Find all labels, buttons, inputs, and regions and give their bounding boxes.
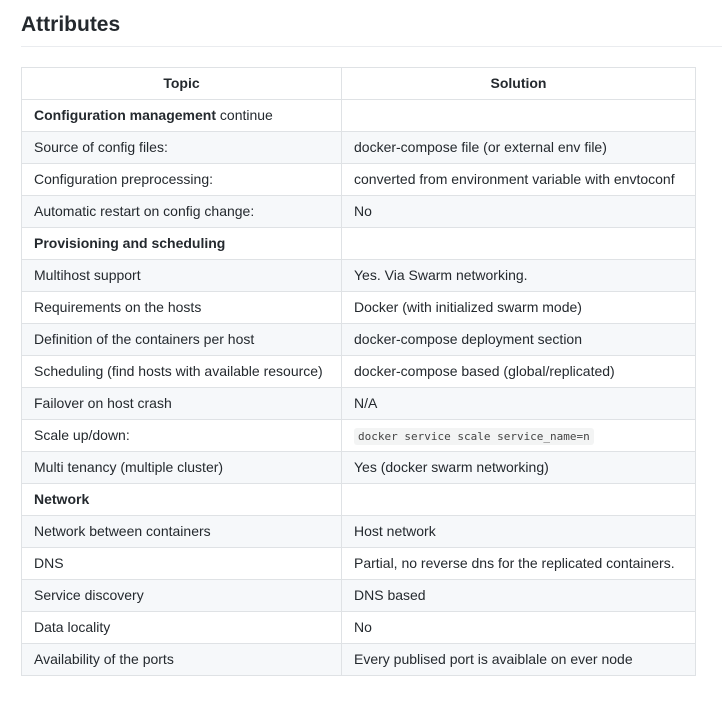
topic-text: Network between containers	[34, 523, 211, 539]
solution-cell: docker-compose based (global/replicated)	[341, 355, 696, 388]
table-row: Scheduling (find hosts with available re…	[21, 355, 696, 388]
section-title: Network	[34, 491, 90, 507]
topic-cell: Automatic restart on config change:	[21, 195, 342, 228]
solution-cell: converted from environment variable with…	[341, 163, 696, 196]
attributes-table: Topic Solution Configuration management …	[21, 67, 696, 676]
solution-cell: Yes. Via Swarm networking.	[341, 259, 696, 292]
table-row: DNS Partial, no reverse dns for the repli…	[21, 547, 696, 580]
header-topic: Topic	[21, 67, 342, 100]
topic-text: DNS	[34, 555, 64, 571]
topic-cell: Source of config files:	[21, 131, 342, 164]
topic-cell: Availability of the ports	[21, 643, 342, 676]
topic-text: Availability of the ports	[34, 651, 174, 667]
solution-cell: Docker (with initialized swarm mode)	[341, 291, 696, 324]
topic-cell: Scale up/down:	[21, 419, 342, 452]
table-row: Data locality No	[21, 611, 696, 644]
solution-cell: docker-compose file (or external env fil…	[341, 131, 696, 164]
topic-text: Multi tenancy (multiple cluster)	[34, 459, 224, 475]
topic-cell: Provisioning and scheduling	[21, 227, 342, 260]
solution-cell: N/A	[341, 387, 696, 420]
topic-text: continue	[216, 107, 273, 123]
table-row: Automatic restart on config change: No	[21, 195, 696, 228]
table-row: Requirements on the hosts Docker (with in…	[21, 291, 696, 324]
solution-cell	[341, 227, 696, 260]
table-row: Multi tenancy (multiple cluster) Yes (doc…	[21, 451, 696, 484]
table-row: Scale up/down: docker service scale servi…	[21, 419, 696, 452]
table-row: Network between containers Host network	[21, 515, 696, 548]
table-row: Availability of the ports Every publised …	[21, 643, 696, 676]
topic-cell: Scheduling (find hosts with available re…	[21, 355, 342, 388]
topic-cell: Failover on host crash	[21, 387, 342, 420]
topic-cell: Multi tenancy (multiple cluster)	[21, 451, 342, 484]
table-row: Configuration preprocessing: converted fr…	[21, 163, 696, 196]
solution-cell: Host network	[341, 515, 696, 548]
topic-text: Service discovery	[34, 587, 144, 603]
topic-text: Scale up/down:	[34, 427, 130, 443]
section-row: Network	[21, 483, 696, 516]
topic-text: Scheduling (find hosts with available re…	[34, 363, 323, 379]
topic-text: Multihost support	[34, 267, 141, 283]
solution-cell: No	[341, 195, 696, 228]
solution-cell: No	[341, 611, 696, 644]
topic-text: Data locality	[34, 619, 111, 635]
topic-text: Configuration preprocessing:	[34, 171, 213, 187]
solution-cell: DNS based	[341, 579, 696, 612]
solution-cell: docker-compose deployment section	[341, 323, 696, 356]
table-row: Source of config files: docker-compose fi…	[21, 131, 696, 164]
topic-cell: Configuration preprocessing:	[21, 163, 342, 196]
table-row: Failover on host crash N/A	[21, 387, 696, 420]
topic-text: Definition of the containers per host	[34, 331, 255, 347]
topic-text: Source of config files:	[34, 139, 168, 155]
topic-text: Automatic restart on config change:	[34, 203, 255, 219]
table-row: Service discovery DNS based	[21, 579, 696, 612]
topic-text: Failover on host crash	[34, 395, 172, 411]
code-snippet: docker service scale service_name=n	[354, 428, 594, 445]
topic-cell: Service discovery	[21, 579, 342, 612]
solution-cell	[341, 99, 696, 132]
solution-cell: Partial, no reverse dns for the replicat…	[341, 547, 696, 580]
table-row: Multihost support Yes. Via Swarm networki…	[21, 259, 696, 292]
section-row: Provisioning and scheduling	[21, 227, 696, 260]
solution-cell: Yes (docker swarm networking)	[341, 451, 696, 484]
solution-cell: Every publised port is avaiblale on ever…	[341, 643, 696, 676]
section-title: Provisioning and scheduling	[34, 235, 226, 251]
header-solution: Solution	[341, 67, 696, 100]
topic-cell: Network	[21, 483, 342, 516]
topic-cell: Network between containers	[21, 515, 342, 548]
topic-cell: Requirements on the hosts	[21, 291, 342, 324]
page-heading: Attributes	[21, 12, 722, 48]
topic-cell: DNS	[21, 547, 342, 580]
section-title: Configuration management	[34, 107, 217, 123]
table-header-row: Topic Solution	[21, 67, 696, 100]
topic-text: Requirements on the hosts	[34, 299, 202, 315]
solution-cell	[341, 483, 696, 516]
solution-cell: docker service scale service_name=n	[341, 419, 696, 452]
section-row: Configuration management continue	[21, 99, 696, 132]
topic-cell: Definition of the containers per host	[21, 323, 342, 356]
topic-cell: Data locality	[21, 611, 342, 644]
topic-cell: Multihost support	[21, 259, 342, 292]
topic-cell: Configuration management continue	[21, 99, 342, 132]
table-row: Definition of the containers per host doc…	[21, 323, 696, 356]
